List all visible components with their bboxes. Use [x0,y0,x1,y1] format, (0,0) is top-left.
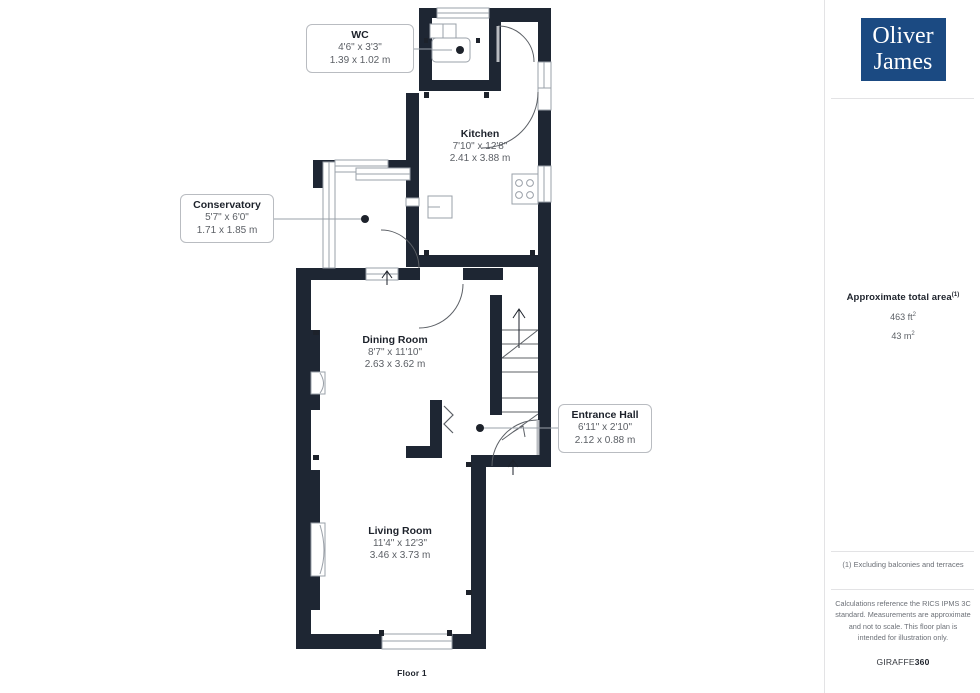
total-area-block: Approximate total area(1) 463 ft2 43 m2 [825,292,980,341]
floor-caption: Floor 1 [397,668,427,678]
room-label-dining-room[interactable]: Dining Room 8'7" x 11'10" 2.63 x 3.62 m [330,334,460,371]
agency-logo-line-1: Oliver [872,23,934,49]
total-area-metric: 43 m2 [825,331,980,341]
room-dim-metric-dining-room: 2.63 x 3.62 m [364,358,426,370]
room-name-living-room: Living Room [368,525,432,537]
divider-top [831,98,974,99]
anchor-dots-group [361,46,484,432]
provider-name: GIRAFFE [876,657,915,667]
info-sidebar: Oliver James Approximate total area(1) 4… [824,0,980,693]
total-area-metric-unit: 2 [911,331,915,338]
room-dim-metric-kitchen: 2.41 x 3.88 m [449,152,511,164]
total-area-metric-value: 43 m [891,331,912,342]
agency-logo-box: Oliver James [860,17,946,81]
total-area-footnote-marker: (1) [951,292,960,298]
fixtures-group [355,23,539,219]
divider-lower [831,589,974,590]
room-dim-imperial-conservatory: 5'7" x 6'0" [205,212,249,224]
total-area-imperial-unit: 2 [912,312,916,319]
room-name-entrance-hall: Entrance Hall [571,409,639,421]
provider-branding: GIRAFFE360 [825,657,980,667]
room-name-wc: WC [351,29,369,41]
room-dim-imperial-entrance-hall: 6'11" x 2'10" [577,422,633,434]
total-area-label: Approximate total area [846,292,952,304]
room-dim-imperial-living-room: 11'4" x 12'3" [372,537,428,549]
room-name-dining-room: Dining Room [362,334,428,346]
doors-group [380,25,540,467]
room-label-entrance-hall[interactable]: Entrance Hall 6'11" x 2'10" 2.12 x 0.88 … [558,404,652,454]
floor-plan-drawing [272,7,560,650]
room-label-wc[interactable]: WC 4'6" x 3'3" 1.39 x 1.02 m [306,24,414,74]
agency-logo-line-2: James [873,49,933,75]
room-dim-imperial-dining-room: 8'7" x 11'10" [367,346,423,358]
stairs-group [501,308,539,441]
room-dim-imperial-wc: 4'6" x 3'3" [338,42,382,54]
provider-suffix: 360 [914,657,930,667]
room-name-conservatory: Conservatory [193,199,261,211]
room-label-living-room[interactable]: Living Room 11'4" x 12'3" 3.46 x 3.73 m [335,525,465,562]
room-label-conservatory[interactable]: Conservatory 5'7" x 6'0" 1.71 x 1.85 m [180,194,274,244]
floor-plan-canvas[interactable]: WC 4'6" x 3'3" 1.39 x 1.02 m Kitchen 7'1… [0,0,824,693]
room-name-kitchen: Kitchen [460,128,500,140]
total-area-title: Approximate total area(1) [825,292,980,303]
room-dim-metric-conservatory: 1.71 x 1.85 m [196,224,258,236]
total-area-imperial-value: 463 ft [890,312,913,323]
agency-logo[interactable]: Oliver James [825,0,980,98]
room-label-kitchen[interactable]: Kitchen 7'10" x 12'8" 2.41 x 3.88 m [418,128,542,165]
divider-middle [831,551,974,552]
room-dim-metric-entrance-hall: 2.12 x 0.88 m [574,434,636,446]
room-dim-imperial-kitchen: 7'10" x 12'8" [452,140,508,152]
total-area-imperial: 463 ft2 [825,312,980,322]
room-dim-metric-wc: 1.39 x 1.02 m [329,54,391,66]
dimension-ticks-group [313,38,535,636]
area-footnote: (1) Excluding balconies and terraces [842,560,964,569]
room-dim-metric-living-room: 3.46 x 3.73 m [369,549,431,561]
windows-group [310,7,552,650]
disclaimer-text: Calculations reference the RICS IPMS 3C … [835,599,971,642]
entry-arrows-group [381,270,519,475]
